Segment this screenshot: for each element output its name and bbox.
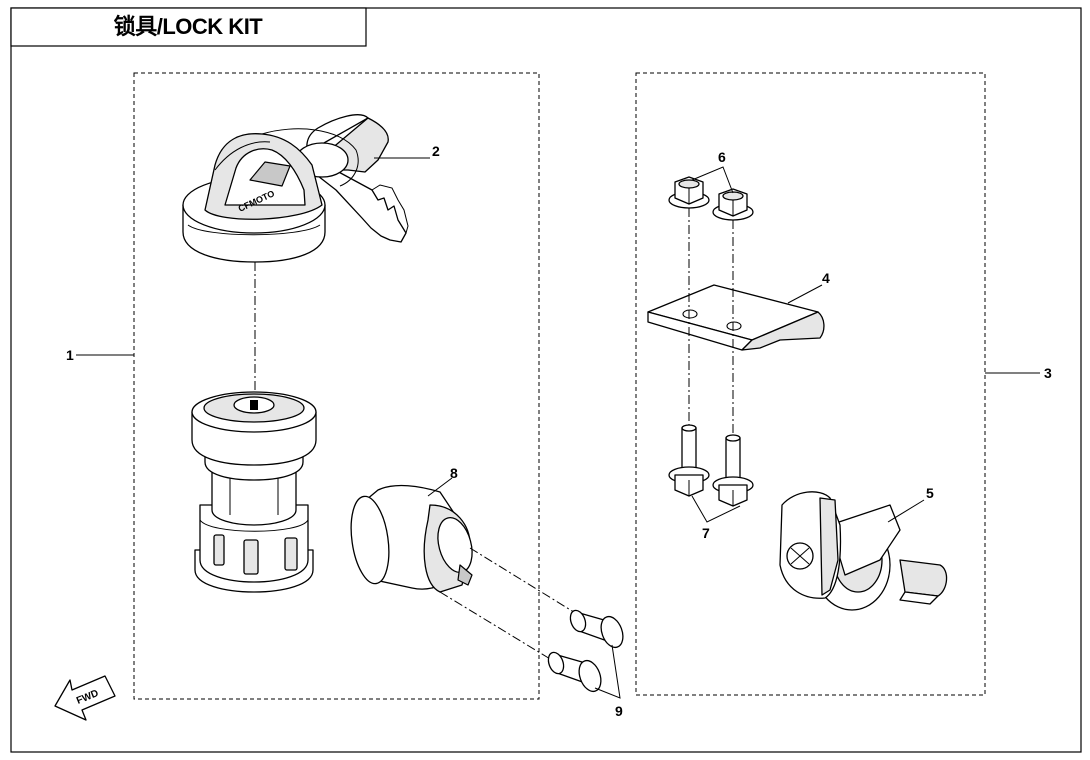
flange-bolt-right [712,434,754,507]
callout-label-7: 7 [702,525,710,541]
callout-label-3: 3 [1044,365,1052,381]
diagram-title: 锁具/LOCK KIT [114,14,264,39]
callout-2: 2 [374,143,440,159]
ignition-key [295,114,409,243]
callout-1: 1 [66,347,134,363]
flange-nut-right [712,188,754,221]
seat-lock-latch [779,491,948,611]
callout-7: 7 [691,495,741,541]
callout-3: 3 [985,365,1052,381]
lock-bracket [647,284,825,351]
rivet-top [569,609,624,649]
flange-bolt-left [668,424,710,497]
ignition-cap: CFMOTO [182,128,359,263]
title-box: 锁具/LOCK KIT [10,7,367,47]
rivet-bottom [547,651,602,693]
group-box-seat-lock [635,72,986,696]
callout-9: 9 [594,644,623,719]
callout-label-5: 5 [926,485,934,501]
callout-label-8: 8 [450,465,458,481]
callout-6: 6 [691,149,734,194]
callout-label-6: 6 [718,149,726,165]
rivet-centerline-bottom [439,591,566,669]
callout-5: 5 [887,485,934,523]
callout-label-2: 2 [432,143,440,159]
callout-4: 4 [787,270,830,304]
lock-cylinder [350,484,473,593]
outer-frame [10,7,1082,753]
callout-label-1: 1 [66,347,74,363]
forward-direction-arrow: FWD [54,675,116,721]
flange-nut-left [668,176,710,209]
callout-label-9: 9 [615,703,623,719]
group-box-ignition [133,72,540,700]
rivet-centerline-top [469,547,591,623]
callout-8: 8 [427,465,458,497]
callout-label-4: 4 [822,270,830,286]
ignition-switch [191,391,317,593]
